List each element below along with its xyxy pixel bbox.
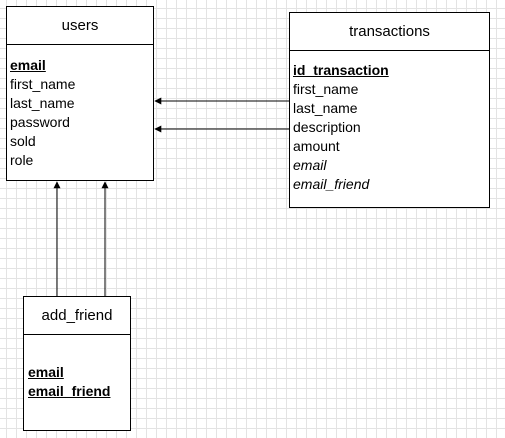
transactions-field-id-transaction: id_transaction — [293, 62, 389, 78]
users-field-list: email first_name last_name password sold… — [7, 45, 153, 170]
add-friend-field-email: email — [28, 364, 64, 380]
users-entity-title: users — [7, 7, 153, 45]
transactions-field-first-name: first_name — [293, 81, 359, 97]
add-friend-entity-title: add_friend — [24, 297, 130, 335]
users-field-role: role — [10, 152, 34, 168]
transactions-entity-title: transactions — [290, 13, 489, 51]
users-field-sold: sold — [10, 133, 36, 149]
transactions-field-email: email — [293, 157, 327, 173]
users-entity[interactable]: users email first_name last_name passwor… — [6, 6, 154, 181]
transactions-field-email-friend: email_friend — [293, 176, 370, 192]
add-friend-field-email-friend: email_friend — [28, 383, 111, 399]
transactions-field-description: description — [293, 119, 361, 135]
transactions-field-list: id_transaction first_name last_name desc… — [290, 51, 489, 194]
transactions-field-last-name: last_name — [293, 100, 358, 116]
add-friend-field-list: email email_friend — [24, 335, 130, 401]
users-field-email: email — [10, 57, 46, 73]
users-field-first-name: first_name — [10, 76, 76, 92]
users-field-password: password — [10, 114, 70, 130]
add-friend-entity[interactable]: add_friend email email_friend — [23, 296, 131, 431]
transactions-entity[interactable]: transactions id_transaction first_name l… — [289, 12, 490, 208]
users-field-last-name: last_name — [10, 95, 75, 111]
transactions-field-amount: amount — [293, 138, 340, 154]
